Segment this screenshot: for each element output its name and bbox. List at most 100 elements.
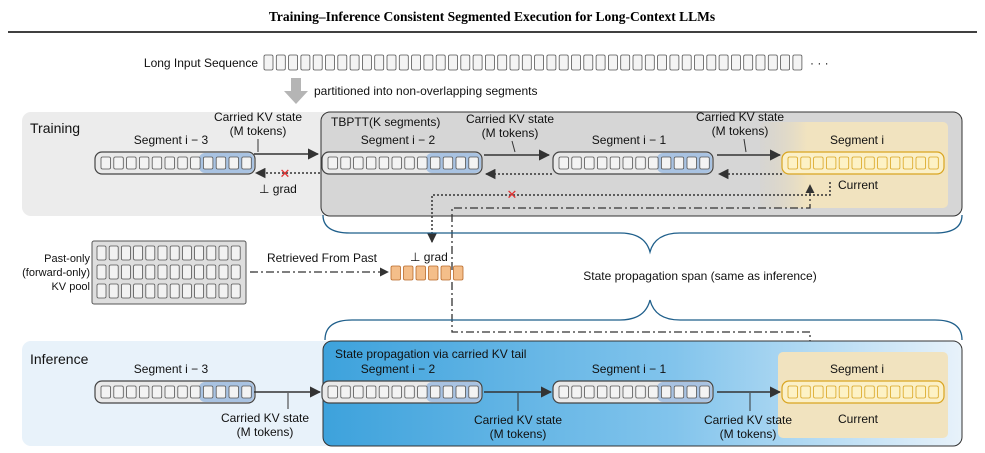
train-current-label: Current	[838, 178, 879, 192]
retrieved-token	[415, 265, 426, 281]
input-token	[546, 54, 557, 71]
segment-token	[902, 156, 914, 170]
segment-2: Segment i − 1	[552, 362, 714, 404]
pool-token	[108, 245, 119, 261]
input-token	[521, 54, 532, 71]
pool-token	[169, 245, 180, 261]
pool-token	[206, 245, 217, 261]
segment-token	[391, 156, 402, 170]
pool-token	[121, 283, 131, 299]
pool-token	[157, 245, 168, 261]
segment-token	[340, 385, 351, 399]
pool-token	[96, 264, 107, 280]
segment-token	[864, 385, 875, 399]
segment-token	[686, 385, 697, 399]
segment-3: Segment i	[781, 362, 945, 404]
segment-label: Segment i	[830, 362, 884, 376]
segment-token	[468, 156, 479, 170]
segment-token	[558, 385, 569, 399]
input-token	[718, 54, 729, 71]
pool-token	[218, 245, 229, 261]
kv-pool-tokens	[96, 245, 241, 299]
pool-token	[206, 283, 217, 299]
training-segments: Segment i − 3 Segment i − 2 Segment i − 1 S…	[94, 133, 945, 175]
segment-token	[455, 385, 466, 399]
pool-token	[194, 264, 205, 280]
segment-token	[838, 385, 850, 399]
retrieved-token	[428, 265, 439, 281]
pool-token	[133, 264, 144, 280]
segment-label: Segment i − 2	[361, 133, 436, 147]
segment-label: Segment i	[830, 133, 884, 147]
segment-0: Segment i − 3	[94, 362, 256, 404]
segment-label: Segment i − 1	[592, 362, 667, 376]
segment-token	[126, 156, 137, 170]
train-carried-label-2: Carried KV state	[466, 112, 554, 126]
segment-label: Segment i − 3	[134, 133, 209, 147]
input-token	[411, 54, 422, 71]
segment-token	[151, 385, 163, 399]
segment-token	[228, 385, 239, 399]
segment-token	[661, 156, 672, 170]
input-token	[460, 54, 471, 71]
segment-token	[177, 385, 188, 399]
segment-token	[228, 156, 239, 170]
input-token	[632, 54, 643, 71]
pool-token	[194, 245, 205, 261]
segment-token	[813, 156, 824, 170]
pool-token	[181, 245, 192, 261]
segment-token	[673, 385, 685, 399]
input-token	[398, 54, 409, 71]
segment-token	[164, 156, 175, 170]
segment-token	[417, 156, 428, 170]
segment-token	[429, 385, 441, 399]
segment-token	[813, 385, 824, 399]
retrieved-token	[453, 265, 464, 281]
segment-2: Segment i − 1	[552, 133, 714, 175]
input-token	[386, 54, 397, 71]
input-token-row	[263, 54, 803, 71]
segment-token	[787, 156, 798, 170]
figure-title: Training–Inference Consistent Segmented …	[269, 9, 715, 24]
retrieved-tokens	[390, 265, 464, 281]
input-token	[312, 54, 323, 71]
infer-carried-label-3: Carried KV state	[704, 413, 792, 427]
infer-carried-sub-1: (M tokens)	[237, 425, 294, 439]
span-label: State propagation span (same as inferenc…	[583, 269, 816, 283]
infer-current-label: Current	[838, 412, 879, 426]
input-token	[743, 54, 754, 71]
pool-token	[157, 264, 168, 280]
input-token	[509, 54, 520, 71]
retrieval-to-infer-current	[451, 282, 815, 379]
input-token	[558, 54, 569, 71]
segment-token	[100, 156, 111, 170]
infer-carried-label-1: Carried KV state	[221, 411, 309, 425]
segment-token	[190, 385, 201, 399]
segment-token	[699, 156, 710, 170]
train-stop-grad-label: ⊥ grad	[259, 182, 297, 196]
retrieved-stop-grad-label: ⊥ grad	[410, 250, 448, 264]
retrieved-token	[440, 265, 451, 281]
segment-token	[838, 156, 850, 170]
input-token	[534, 54, 544, 71]
segment-token	[365, 385, 377, 399]
segment-token	[851, 385, 862, 399]
input-token	[325, 54, 335, 71]
segment-token	[584, 385, 595, 399]
pool-token	[194, 283, 205, 299]
input-token	[694, 54, 704, 71]
segment-token	[241, 385, 252, 399]
infer-carried-sub-2: (M tokens)	[490, 427, 547, 441]
segment-token	[902, 385, 914, 399]
segment-token	[327, 156, 338, 170]
input-token	[448, 54, 458, 71]
segment-token	[202, 156, 214, 170]
segment-token	[686, 156, 697, 170]
segment-token	[928, 156, 939, 170]
segment-token	[442, 385, 454, 399]
segment-token	[113, 385, 124, 399]
pool-token	[145, 245, 156, 261]
train-carried-sub-2: (M tokens)	[482, 126, 539, 140]
